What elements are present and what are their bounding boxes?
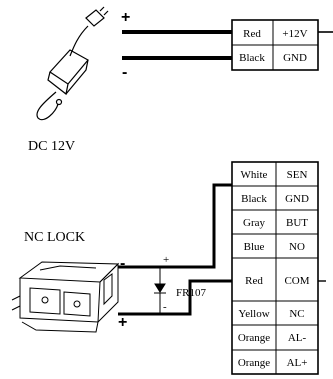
power-minus-sign: - [122, 64, 127, 81]
power-adapter-icon [36, 6, 109, 121]
power-wires [122, 30, 232, 60]
diode-minus-sign: - [163, 301, 167, 313]
lock-row-color: Gray [243, 217, 265, 229]
power-row-terminal: +12V [282, 28, 307, 40]
power-row-color: Black [239, 52, 265, 64]
lock-minus-sign: - [120, 255, 125, 272]
lock-row-color: White [241, 169, 268, 181]
lock-row-color: Black [241, 193, 267, 205]
lock-row-color: Red [245, 275, 263, 287]
lock-row-terminal: AL+ [287, 357, 308, 369]
lock-row-terminal: COM [284, 275, 309, 287]
lock-icon [11, 261, 120, 333]
power-row-terminal: GND [283, 52, 307, 64]
lock-label: NC LOCK [24, 230, 85, 245]
lock-row-terminal: BUT [286, 217, 308, 229]
power-row-color: Red [243, 28, 261, 40]
diode-plus-sign: + [163, 254, 169, 266]
power-label: DC 12V [28, 139, 75, 154]
diode-label: FR107 [176, 287, 206, 299]
diode-fr107 [154, 267, 166, 314]
lock-row-terminal: AL- [288, 332, 307, 344]
lock-row-terminal: GND [285, 193, 309, 205]
power-terminal-table: Red +12V Black GND [231, 19, 319, 71]
lock-row-terminal: NO [289, 241, 305, 253]
lock-row-color: Blue [244, 241, 265, 253]
lock-row-terminal: NC [289, 308, 304, 320]
lock-wires [118, 183, 232, 316]
lock-plus-sign: + [118, 314, 127, 331]
power-plus-sign: + [121, 9, 130, 26]
lock-row-color: Orange [238, 357, 270, 369]
lock-row-color: Orange [238, 332, 270, 344]
lock-row-color: Yellow [238, 308, 269, 320]
lock-row-terminal: SEN [287, 169, 308, 181]
lock-terminal-table: White SEN Black GND Gray BUT Blue NO Red… [231, 161, 319, 375]
